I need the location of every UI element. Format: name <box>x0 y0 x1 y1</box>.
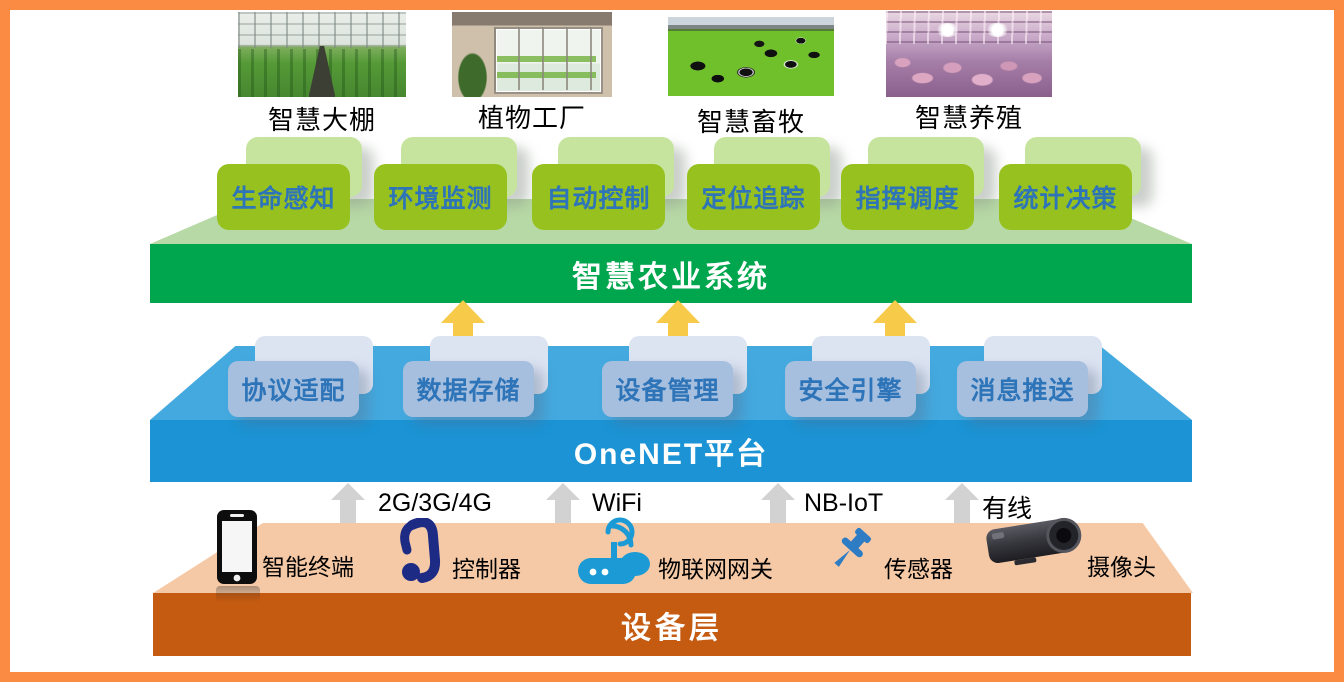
scene-label-greenhouse: 智慧大棚 <box>267 105 376 135</box>
device-layer-title: 设备层 <box>621 611 723 645</box>
platform-tab-protocol-adaptation: 协议适配 <box>228 361 359 417</box>
connectivity-label-nbiot: NB-IoT <box>804 489 884 517</box>
photo-detail <box>493 27 600 91</box>
controller-icon <box>400 518 441 583</box>
scene-label-cattle: 智慧畜牧 <box>696 107 805 137</box>
device-layer-band: 设备层 <box>153 593 1191 656</box>
application-layer-title: 智慧农业系统 <box>572 260 770 294</box>
app-tab-statistics-decision: 统计决策 <box>999 164 1132 230</box>
gray-up-arrow-icon <box>331 483 365 530</box>
scene-photo-cattle <box>668 17 834 96</box>
scene-photo-plant-factory <box>452 12 612 97</box>
device-label-sensor: 传感器 <box>884 556 953 582</box>
connectivity-label-cellular: 2G/3G/4G <box>378 489 492 517</box>
phone-reflection <box>216 586 260 602</box>
platform-tab-security-engine: 安全引擎 <box>785 361 916 417</box>
connectivity-label-wired: 有线 <box>982 495 1033 523</box>
app-tab-auto-control: 自动控制 <box>532 164 665 230</box>
app-tab-location-tracking: 定位追踪 <box>687 164 820 230</box>
platform-tab-data-storage: 数据存储 <box>403 361 534 417</box>
app-tab-life-sensing: 生命感知 <box>217 164 350 230</box>
photo-detail <box>886 11 1052 97</box>
yellow-up-arrow-icon <box>656 300 700 358</box>
app-tab-env-monitoring: 环境监测 <box>374 164 507 230</box>
onenet-platform-title: OneNET平台 <box>573 438 769 471</box>
device-label-controller: 控制器 <box>452 556 521 582</box>
device-label-camera: 摄像头 <box>1087 554 1156 580</box>
device-label-smart-terminal: 智能终端 <box>262 554 354 580</box>
device-label-iot-gateway: 物联网网关 <box>658 556 773 582</box>
scene-label-plant-factory: 植物工厂 <box>477 103 586 133</box>
platform-tab-device-management: 设备管理 <box>602 361 733 417</box>
gateway-router-icon <box>578 517 650 584</box>
application-layer-band: 智慧农业系统 <box>150 244 1192 303</box>
gray-up-arrow-icon <box>761 483 795 530</box>
gray-up-arrow-icon <box>546 483 580 530</box>
scene-photo-pig-farm <box>886 11 1052 97</box>
photo-detail <box>238 12 406 48</box>
yellow-up-arrow-icon <box>873 300 917 358</box>
smartphone-icon <box>217 510 257 584</box>
onenet-platform-band: OneNET平台 <box>150 420 1192 482</box>
gray-up-arrow-icon <box>945 483 979 530</box>
pushpin-sensor-icon <box>834 527 872 567</box>
photo-detail <box>668 17 834 96</box>
cctv-camera-icon <box>986 517 1082 566</box>
photo-detail <box>455 47 491 97</box>
platform-tab-message-push: 消息推送 <box>957 361 1088 417</box>
app-tab-command-dispatch: 指挥调度 <box>841 164 974 230</box>
yellow-up-arrow-icon <box>441 300 485 358</box>
connectivity-label-wifi: WiFi <box>592 489 642 517</box>
scene-label-pig-farm: 智慧养殖 <box>914 103 1023 133</box>
scene-photo-greenhouse <box>238 12 406 97</box>
